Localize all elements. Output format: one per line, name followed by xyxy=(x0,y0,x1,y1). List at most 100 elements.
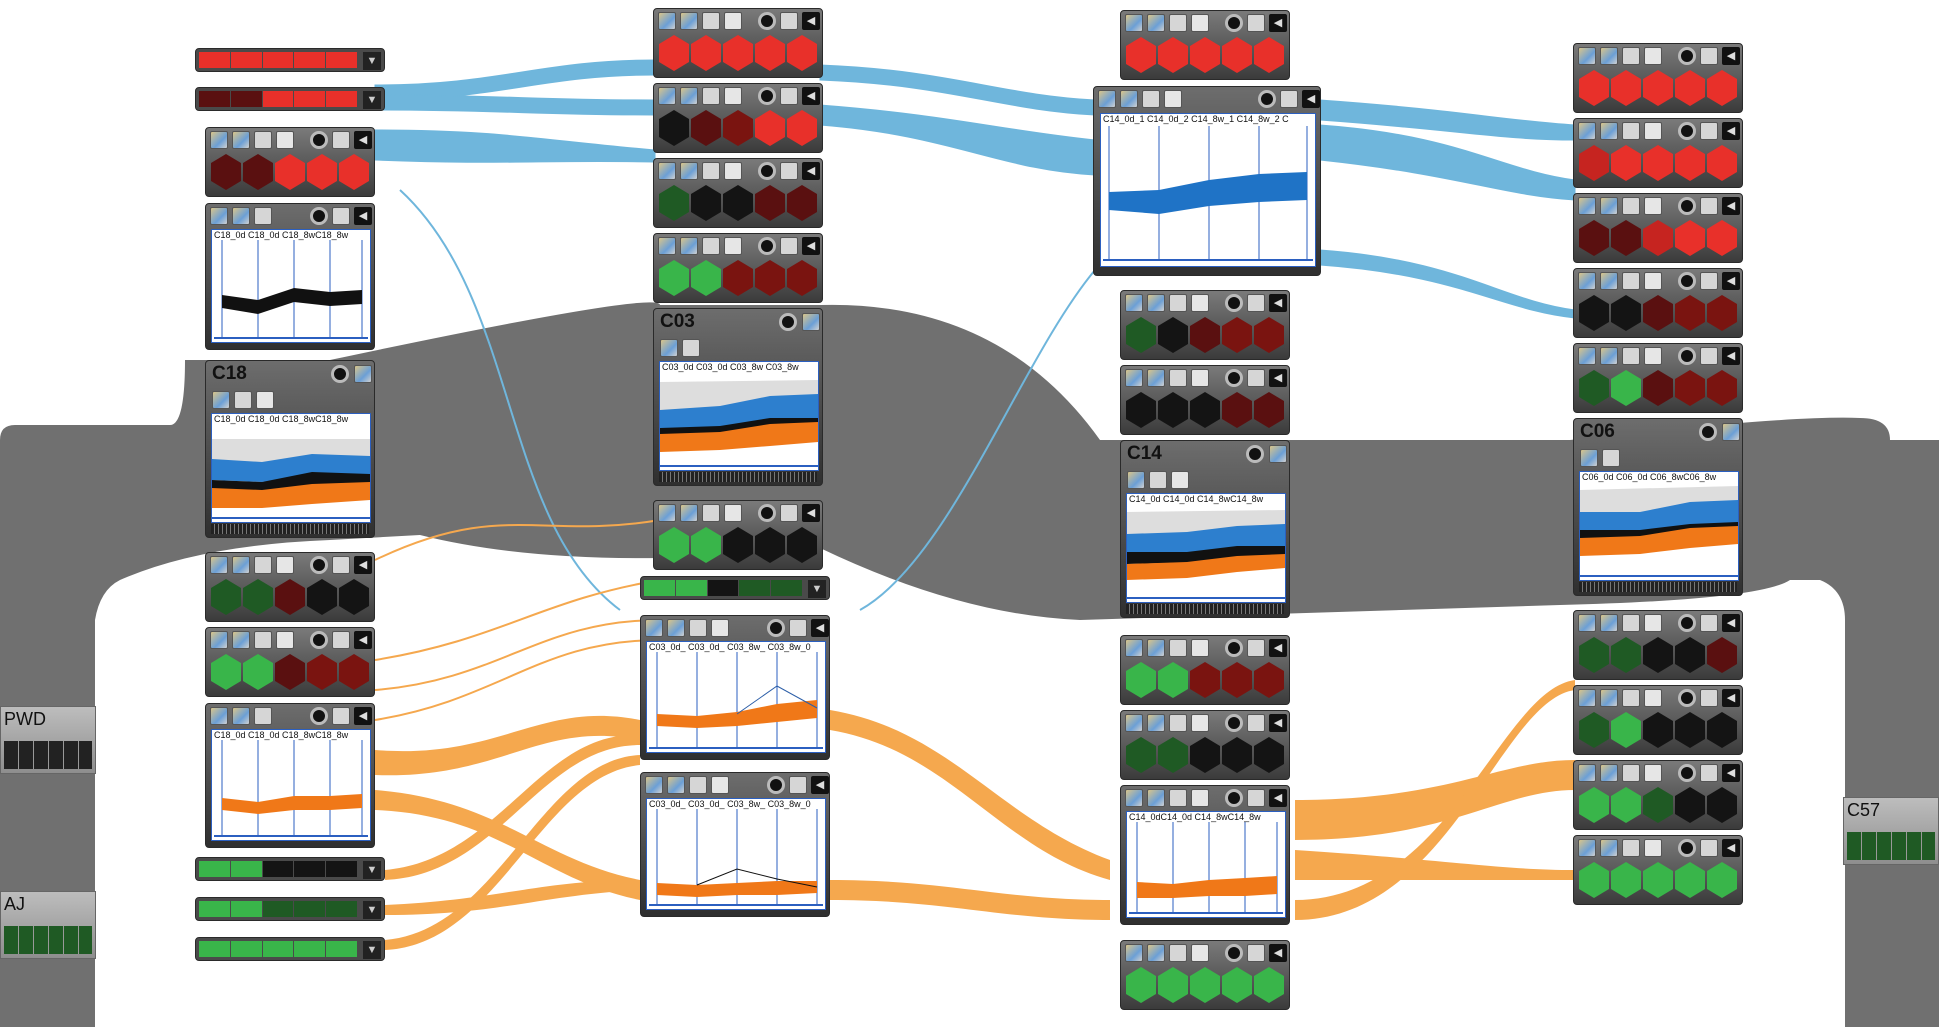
image-icon[interactable] xyxy=(1578,764,1596,782)
grid-icon[interactable] xyxy=(1191,14,1209,32)
image-icon[interactable] xyxy=(1125,14,1143,32)
image-icon[interactable] xyxy=(210,556,228,574)
square-icon[interactable] xyxy=(1700,689,1718,707)
list-icon[interactable] xyxy=(1169,714,1187,732)
heatmap-icon[interactable] xyxy=(232,707,250,725)
grid-icon[interactable] xyxy=(276,131,294,149)
image-icon[interactable] xyxy=(1125,789,1143,807)
square-icon[interactable] xyxy=(780,87,798,105)
record-icon[interactable] xyxy=(779,313,797,331)
image-icon[interactable] xyxy=(212,391,230,409)
image-icon[interactable] xyxy=(645,776,663,794)
square-icon[interactable] xyxy=(332,131,350,149)
image-icon[interactable] xyxy=(210,207,228,225)
square-icon[interactable] xyxy=(1280,90,1298,108)
collapse-icon[interactable]: ◀ xyxy=(1269,14,1287,32)
image-icon[interactable] xyxy=(658,162,676,180)
plot-node-c3-blue[interactable]: ◀ C14_0d_1 C14_0d_2 C14_8w_1 C14_8w_2 C xyxy=(1093,86,1321,276)
square-icon[interactable] xyxy=(1247,789,1265,807)
record-icon[interactable] xyxy=(1258,90,1276,108)
hex-node-c1-2[interactable]: ◀ xyxy=(205,552,375,622)
color-icon[interactable] xyxy=(354,365,372,383)
heatmap-icon[interactable] xyxy=(680,504,698,522)
image-icon[interactable] xyxy=(1125,944,1143,962)
record-icon[interactable] xyxy=(310,556,328,574)
image-icon[interactable] xyxy=(1580,449,1598,467)
dropdown-icon[interactable]: ▼ xyxy=(808,580,826,598)
collapse-icon[interactable]: ◀ xyxy=(1269,944,1287,962)
collapse-icon[interactable]: ◀ xyxy=(1722,197,1740,215)
plot-node-c2-top[interactable]: ◀ C03_0d_ C03_0d_ C03_8w_ C03_8w_0 xyxy=(640,615,830,760)
image-icon[interactable] xyxy=(1127,471,1145,489)
record-icon[interactable] xyxy=(1678,614,1696,632)
collapse-icon[interactable]: ◀ xyxy=(354,556,372,574)
collapse-icon[interactable]: ◀ xyxy=(354,631,372,649)
cluster-scrollbar[interactable] xyxy=(1579,582,1737,592)
square-icon[interactable] xyxy=(1247,369,1265,387)
collapse-icon[interactable]: ◀ xyxy=(1722,764,1740,782)
square-icon[interactable] xyxy=(332,556,350,574)
list-icon[interactable] xyxy=(1622,47,1640,65)
hex-node-c3-5[interactable]: ◀ xyxy=(1120,710,1290,780)
collapse-icon[interactable]: ◀ xyxy=(1302,90,1320,108)
bar-node-darkred[interactable]: ▼ xyxy=(195,87,385,111)
grid-icon[interactable] xyxy=(1644,47,1662,65)
square-icon[interactable] xyxy=(1247,944,1265,962)
record-icon[interactable] xyxy=(767,619,785,637)
list-icon[interactable] xyxy=(254,207,272,225)
heatmap-icon[interactable] xyxy=(1600,764,1618,782)
list-icon[interactable] xyxy=(1622,122,1640,140)
square-icon[interactable] xyxy=(1700,839,1718,857)
record-icon[interactable] xyxy=(758,87,776,105)
plot-node-c3-orange[interactable]: ◀ C14_0dC14_0d C14_8wC14_8w xyxy=(1120,785,1290,925)
collapse-icon[interactable]: ◀ xyxy=(1269,714,1287,732)
grid-icon[interactable] xyxy=(1644,764,1662,782)
record-icon[interactable] xyxy=(767,776,785,794)
list-icon[interactable] xyxy=(1169,294,1187,312)
image-icon[interactable] xyxy=(1578,47,1596,65)
image-icon[interactable] xyxy=(210,707,228,725)
image-icon[interactable] xyxy=(660,339,678,357)
heatmap-icon[interactable] xyxy=(1147,944,1165,962)
record-icon[interactable] xyxy=(1699,423,1717,441)
record-icon[interactable] xyxy=(1678,689,1696,707)
record-icon[interactable] xyxy=(1678,272,1696,290)
dropdown-icon[interactable]: ▼ xyxy=(363,91,381,109)
grid-icon[interactable] xyxy=(1171,471,1189,489)
hex-node-c1-3[interactable]: ◀ xyxy=(205,627,375,697)
list-icon[interactable] xyxy=(1169,369,1187,387)
heatmap-icon[interactable] xyxy=(680,237,698,255)
square-icon[interactable] xyxy=(1700,272,1718,290)
grid-icon[interactable] xyxy=(1191,639,1209,657)
record-icon[interactable] xyxy=(310,707,328,725)
bar-node-green-1[interactable]: ▼ xyxy=(195,857,385,881)
record-icon[interactable] xyxy=(1225,14,1243,32)
hex-node-c4-4[interactable]: ◀ xyxy=(1573,268,1743,338)
heatmap-icon[interactable] xyxy=(1600,347,1618,365)
bar-node-green-3[interactable]: ▼ xyxy=(195,937,385,961)
heatmap-icon[interactable] xyxy=(1147,789,1165,807)
list-icon[interactable] xyxy=(1622,764,1640,782)
heatmap-icon[interactable] xyxy=(1120,90,1138,108)
grid-icon[interactable] xyxy=(1644,122,1662,140)
heatmap-icon[interactable] xyxy=(1147,714,1165,732)
square-icon[interactable] xyxy=(1700,347,1718,365)
image-icon[interactable] xyxy=(210,631,228,649)
color-icon[interactable] xyxy=(1722,423,1740,441)
list-icon[interactable] xyxy=(1622,839,1640,857)
collapse-icon[interactable]: ◀ xyxy=(802,87,820,105)
heatmap-icon[interactable] xyxy=(1600,197,1618,215)
image-icon[interactable] xyxy=(210,131,228,149)
grid-icon[interactable] xyxy=(1164,90,1182,108)
heatmap-icon[interactable] xyxy=(1600,47,1618,65)
grid-icon[interactable] xyxy=(1191,714,1209,732)
record-icon[interactable] xyxy=(310,131,328,149)
heatmap-icon[interactable] xyxy=(1600,122,1618,140)
image-icon[interactable] xyxy=(658,87,676,105)
record-icon[interactable] xyxy=(1225,714,1243,732)
list-icon[interactable] xyxy=(254,131,272,149)
hex-node-c1-1[interactable]: ◀ xyxy=(205,127,375,197)
hex-node-c2-4[interactable]: ◀ xyxy=(653,233,823,303)
image-icon[interactable] xyxy=(658,504,676,522)
image-icon[interactable] xyxy=(1578,122,1596,140)
